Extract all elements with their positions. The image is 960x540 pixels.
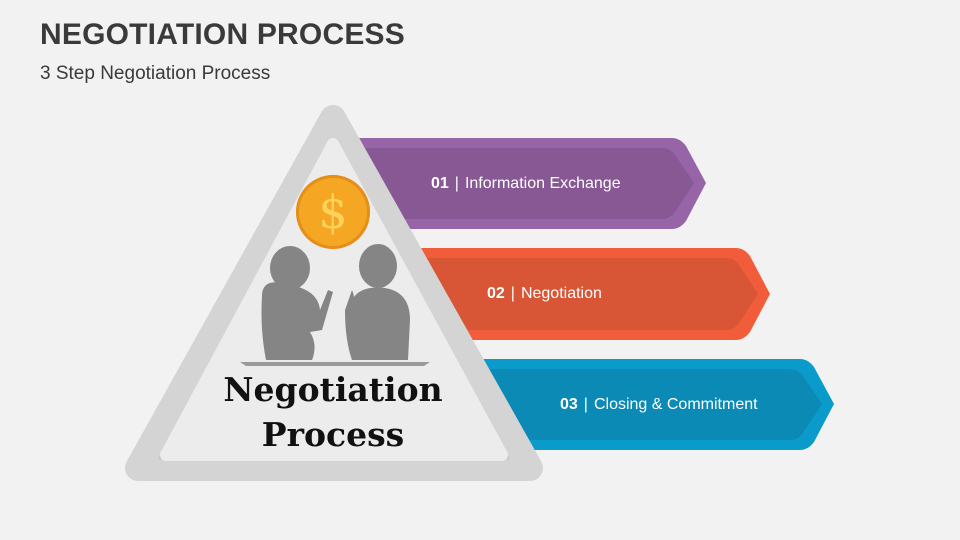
center-triangle (125, 105, 543, 481)
slide-subtitle: 3 Step Negotiation Process (40, 63, 271, 84)
separator: | (583, 396, 588, 413)
step-label: Negotiation (520, 285, 602, 302)
step-arrow-3 (460, 359, 834, 450)
step-number: 01 (431, 175, 449, 192)
step-1: 01 | Information Exchange (431, 175, 621, 193)
step-label: Closing & Commitment (593, 396, 758, 413)
step-number: 02 (487, 285, 505, 302)
people-silhouette-icon (240, 244, 430, 366)
center-label-line1: Negotiation (223, 370, 443, 409)
dollar-coin-icon: $ (296, 175, 370, 249)
slide-title: NEGOTIATION PROCESS (40, 18, 405, 51)
separator: | (510, 285, 515, 302)
step-arrow-1 (340, 138, 706, 229)
step-2: 02 | Negotiation (487, 285, 602, 303)
step-label: Information Exchange (464, 175, 621, 192)
step-arrow-2 (400, 248, 770, 340)
step-3: 03 | Closing & Commitment (560, 396, 758, 414)
dollar-symbol: $ (318, 185, 348, 239)
center-label-line2: Process (261, 415, 405, 454)
step-number: 03 (560, 396, 578, 413)
separator: | (454, 175, 459, 192)
